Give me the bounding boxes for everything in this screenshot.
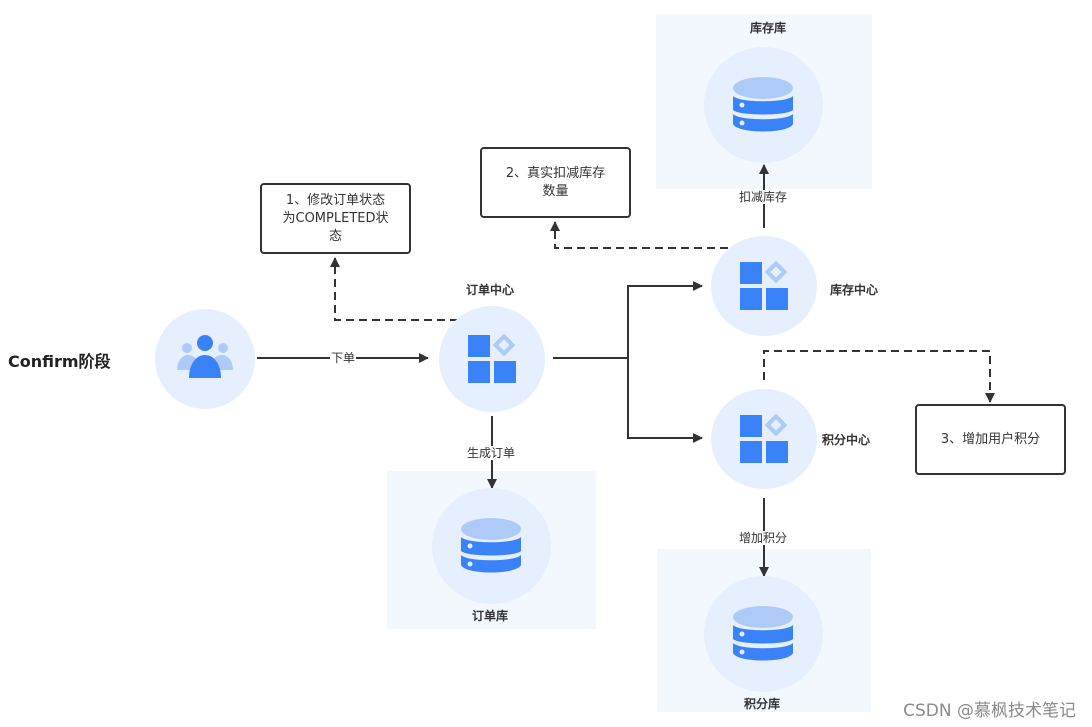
points-db-node[interactable]: [704, 576, 823, 692]
points-center-node[interactable]: [711, 389, 817, 489]
apps-icon: [740, 260, 788, 310]
database-icon: [461, 518, 521, 573]
watermark: CSDN @慕枫技术笔记: [903, 701, 1076, 721]
edge-label-place-order: 下单: [330, 351, 357, 365]
apps-icon: [740, 413, 788, 463]
inventory-db-label: 库存库: [750, 21, 787, 35]
note-step2[interactable]: 2、真实扣减库存 数量: [480, 147, 631, 218]
phase-title: Confirm阶段: [8, 352, 111, 371]
edge-note2: [550, 221, 728, 249]
inventory-center-label: 库存中心: [830, 283, 879, 297]
edge-label-add-points: 增加积分: [738, 531, 789, 545]
users-icon: [177, 335, 233, 378]
database-icon: [733, 606, 793, 661]
order-db-label: 订单库: [472, 609, 509, 623]
edge-order-to-points: [627, 358, 703, 443]
inventory-center-node[interactable]: [711, 236, 817, 336]
edge-note1: [330, 257, 458, 321]
edge-label-create-order: 生成订单: [466, 446, 517, 460]
note-step1-line1: 1、修改订单状态: [285, 192, 386, 208]
user-node[interactable]: [155, 309, 255, 409]
order-center-node[interactable]: [439, 306, 545, 412]
order-center-label: 订单中心: [466, 283, 515, 297]
points-db-label: 积分库: [744, 697, 781, 711]
note-step3[interactable]: 3、增加用户积分: [915, 404, 1066, 475]
note-step1-line3: 态: [328, 228, 342, 244]
inventory-db-node[interactable]: [704, 47, 823, 163]
database-icon: [733, 77, 793, 132]
note-step1-line2: 为COMPLETED状: [282, 210, 389, 226]
edge-note3: [763, 350, 995, 403]
order-db-node[interactable]: [432, 488, 551, 604]
edge-label-deduct-stock: 扣减库存: [738, 190, 789, 204]
note-step1[interactable]: 1、修改订单状态 为COMPLETED状 态: [260, 183, 411, 254]
note-step2-line2: 数量: [542, 183, 569, 199]
points-center-label: 积分中心: [822, 433, 871, 447]
apps-icon: [468, 333, 516, 383]
edge-order-to-inventory: [553, 281, 703, 359]
note-step2-line1: 2、真实扣减库存: [505, 165, 606, 181]
note-step3-line1: 3、增加用户积分: [940, 431, 1041, 447]
